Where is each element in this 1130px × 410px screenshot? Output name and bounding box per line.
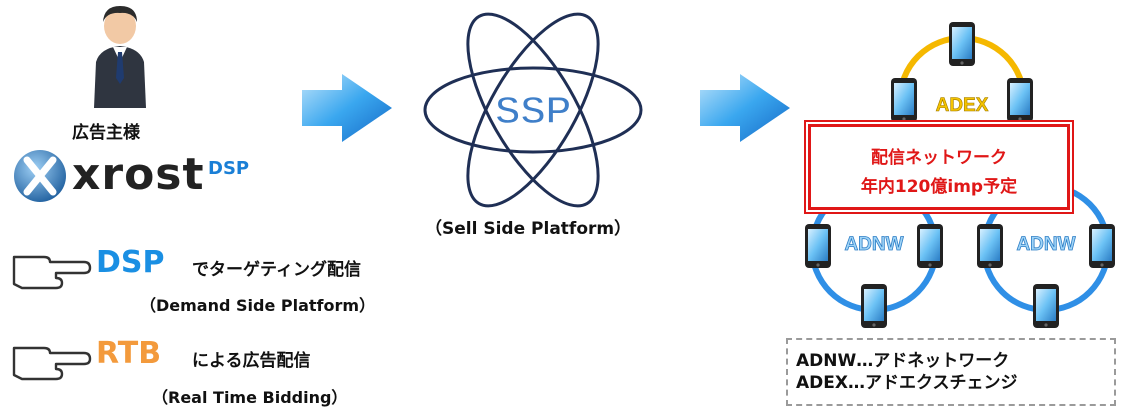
pointing-hand-icon bbox=[12, 255, 92, 290]
adnw-label-right: ADNW bbox=[1016, 234, 1075, 255]
advertiser-person-icon bbox=[94, 6, 146, 108]
dsp-fullname: （Demand Side Platform） bbox=[140, 296, 376, 315]
phone-icon bbox=[917, 224, 943, 268]
phone-icon bbox=[1089, 224, 1115, 268]
xrost-brand-word: xrost bbox=[72, 149, 205, 200]
arrow-to-ssp bbox=[302, 74, 392, 142]
adex-label: ADEX bbox=[936, 95, 989, 116]
pointing-hand-icon bbox=[12, 346, 92, 381]
phone-icon bbox=[805, 224, 831, 268]
phone-icon bbox=[949, 22, 975, 66]
phone-icon bbox=[861, 284, 887, 328]
ssp-atom-icon bbox=[423, 12, 643, 208]
distribution-network-box: 配信ネットワーク 年内120億imp予定 bbox=[808, 124, 1070, 210]
xrost-brand-sup: DSP bbox=[208, 158, 250, 179]
adnw-label-left: ADNW bbox=[844, 234, 903, 255]
phone-icon bbox=[1033, 284, 1059, 328]
dsp-acronym: DSP bbox=[96, 245, 165, 280]
network-title: 配信ネットワーク bbox=[871, 148, 1007, 168]
network-impressions: 年内120億imp予定 bbox=[860, 177, 1018, 197]
legend-adnw: ADNW…アドネットワーク bbox=[796, 351, 1010, 371]
rtb-description: による広告配信 bbox=[192, 351, 311, 371]
phone-icon bbox=[891, 78, 917, 122]
advertiser-label: 広告主様 bbox=[72, 123, 140, 143]
rtb-acronym: RTB bbox=[96, 336, 162, 371]
rtb-fullname: （Real Time Bidding） bbox=[152, 388, 348, 407]
phone-icon bbox=[1007, 78, 1033, 122]
legend-adex: ADEX…アドエクスチェンジ bbox=[796, 373, 1018, 393]
xrost-logo-icon bbox=[14, 150, 66, 202]
ssp-subtitle: （Sell Side Platform） bbox=[425, 219, 632, 239]
ssp-acronym: SSP bbox=[495, 90, 571, 132]
legend-box: ADNW…アドネットワーク ADEX…アドエクスチェンジ bbox=[786, 338, 1116, 406]
arrow-to-network bbox=[700, 74, 790, 142]
phone-icon bbox=[977, 224, 1003, 268]
dsp-description: でターゲティング配信 bbox=[192, 260, 361, 280]
